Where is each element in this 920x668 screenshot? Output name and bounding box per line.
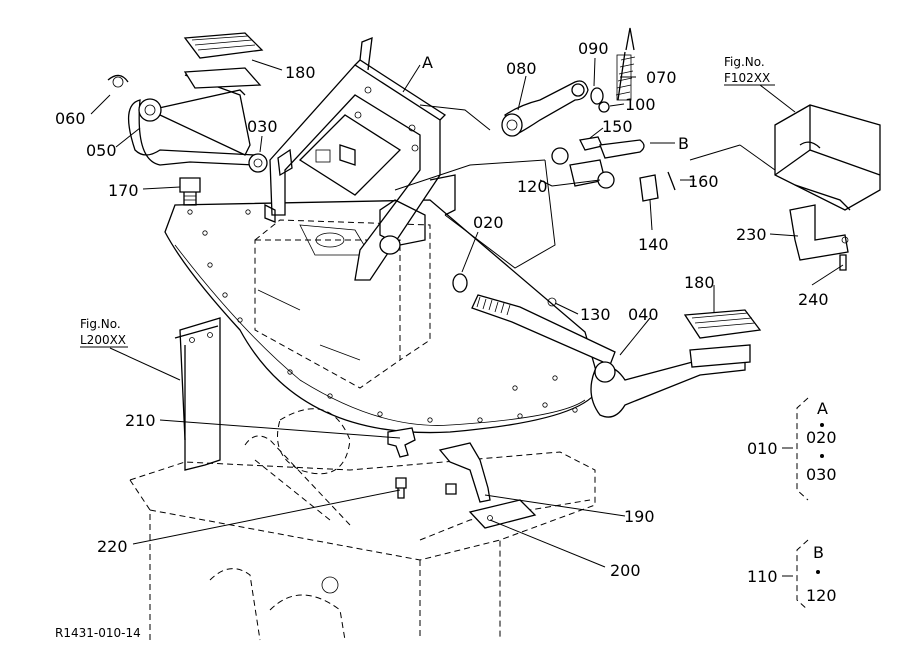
pedal-bracket [264, 36, 456, 281]
label-100: 100 [625, 95, 656, 114]
fig-ref-l200xx-line1: Fig.No. [80, 317, 121, 331]
plate-holes [187, 209, 578, 423]
label-020: 020 [473, 213, 504, 232]
label-060: 060 [55, 109, 86, 128]
pin-150-clevis [579, 136, 645, 159]
lower-chassis [129, 408, 596, 641]
group-110-item-1: 120 [806, 586, 837, 605]
stay-190 [438, 442, 491, 503]
group-010-label: 010 [747, 439, 778, 458]
label-090: 090 [578, 39, 609, 58]
fig-ref-f102xx: Fig.No. F102XX [724, 55, 775, 86]
label-a: A [422, 53, 433, 72]
bolt-220 [395, 477, 457, 499]
label-030: 030 [247, 117, 278, 136]
clip-140-160 [639, 171, 676, 202]
label-150: 150 [602, 117, 633, 136]
label-140: 140 [638, 235, 669, 254]
leader-lines [90, 57, 844, 568]
fig-ref-f102xx-line1: Fig.No. [724, 55, 765, 69]
fig-ref-f102xx-line2: F102XX [724, 71, 770, 85]
assembly-group-110: 110 B 120 [747, 539, 837, 611]
label-190: 190 [624, 507, 655, 526]
label-200: 200 [610, 561, 641, 580]
drawing-code: R1431-010-14 [55, 626, 141, 640]
label-b: B [678, 134, 689, 153]
bracket-f102xx [774, 104, 881, 271]
label-120: 120 [517, 177, 548, 196]
group-010-item-1: 020 [806, 428, 837, 447]
label-240: 240 [798, 290, 829, 309]
group-010-item-2: 030 [806, 465, 837, 484]
bolt-170 [179, 177, 201, 206]
label-070: 070 [646, 68, 677, 87]
link-arm-080 [501, 80, 589, 137]
plate-200 [468, 499, 537, 529]
group-110-title: B [813, 543, 824, 562]
frame-bracket-l200xx [174, 317, 221, 471]
spring-070 [615, 27, 636, 101]
bushes-120 [551, 147, 615, 189]
group-010-title: A [817, 399, 828, 418]
right-pedal-arm [590, 309, 762, 418]
label-180-right: 180 [684, 273, 715, 292]
label-180-top: 180 [285, 63, 316, 82]
floor-plate [164, 199, 601, 434]
label-040: 040 [628, 305, 659, 324]
part-labels: 060 050 180 030 170 A 080 090 070 100 15… [55, 39, 829, 580]
label-210: 210 [125, 411, 156, 430]
label-080: 080 [506, 59, 537, 78]
label-130: 130 [580, 305, 611, 324]
left-pedal-arm [107, 32, 264, 166]
fig-ref-l200xx: Fig.No. L200XX [80, 317, 128, 348]
stay-210 [387, 427, 416, 458]
label-230: 230 [736, 225, 767, 244]
label-220: 220 [97, 537, 128, 556]
label-170: 170 [108, 181, 139, 200]
washer-090-100 [590, 87, 610, 113]
assembly-group-010: 010 A 020 030 [747, 397, 837, 501]
fig-ref-l200xx-line2: L200XX [80, 333, 126, 347]
label-050: 050 [86, 141, 117, 160]
shaft-130 [452, 273, 616, 366]
group-110-label: 110 [747, 567, 778, 586]
bush-030 [248, 153, 268, 173]
label-160: 160 [688, 172, 719, 191]
